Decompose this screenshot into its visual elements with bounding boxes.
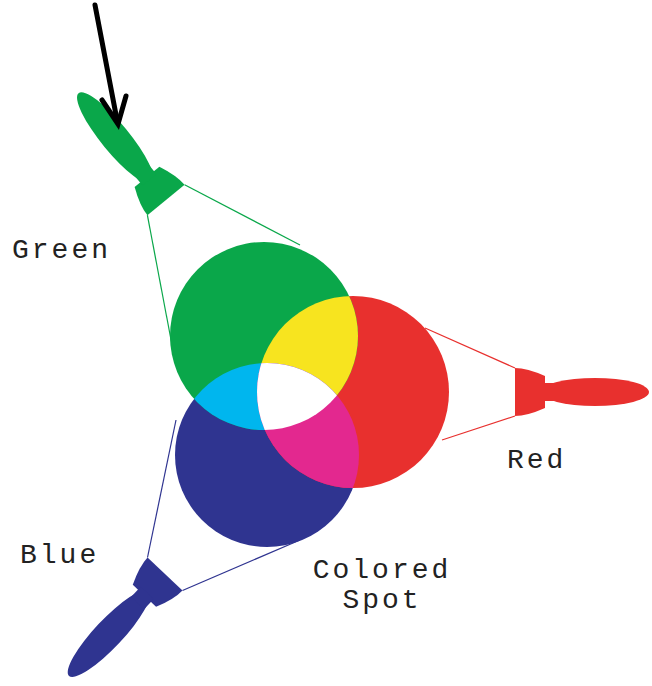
white-overlap bbox=[257, 296, 449, 488]
blue-beam bbox=[183, 540, 301, 591]
spotlight-head bbox=[515, 368, 545, 416]
spotlight-neck bbox=[131, 587, 154, 610]
green-spotlight bbox=[60, 78, 185, 215]
pointer-arrow bbox=[95, 5, 126, 124]
spotlight-neck bbox=[134, 163, 157, 185]
blue-spotlight bbox=[52, 558, 183, 686]
color-label: Green bbox=[12, 236, 111, 266]
spotlight-neck bbox=[541, 383, 555, 401]
color-label: Colored Spot bbox=[304, 556, 460, 616]
red-spotlight bbox=[515, 368, 649, 416]
spotlight-handle bbox=[59, 582, 159, 686]
color-label: Blue bbox=[20, 541, 99, 571]
magenta-overlap bbox=[257, 296, 449, 488]
green-beam bbox=[185, 185, 300, 245]
yellow-overlap bbox=[257, 296, 449, 488]
spotlight-head bbox=[128, 162, 184, 216]
green-beam bbox=[147, 215, 172, 345]
red-circle bbox=[257, 296, 449, 488]
spotlight-handle bbox=[541, 378, 649, 406]
white-overlap-group bbox=[257, 296, 449, 488]
color-label: Red bbox=[507, 446, 566, 476]
spotlight-head bbox=[127, 558, 183, 613]
light-beams bbox=[147, 185, 515, 591]
red-beam bbox=[442, 416, 515, 440]
blue-beam bbox=[148, 420, 177, 558]
arrow-head bbox=[102, 96, 126, 124]
